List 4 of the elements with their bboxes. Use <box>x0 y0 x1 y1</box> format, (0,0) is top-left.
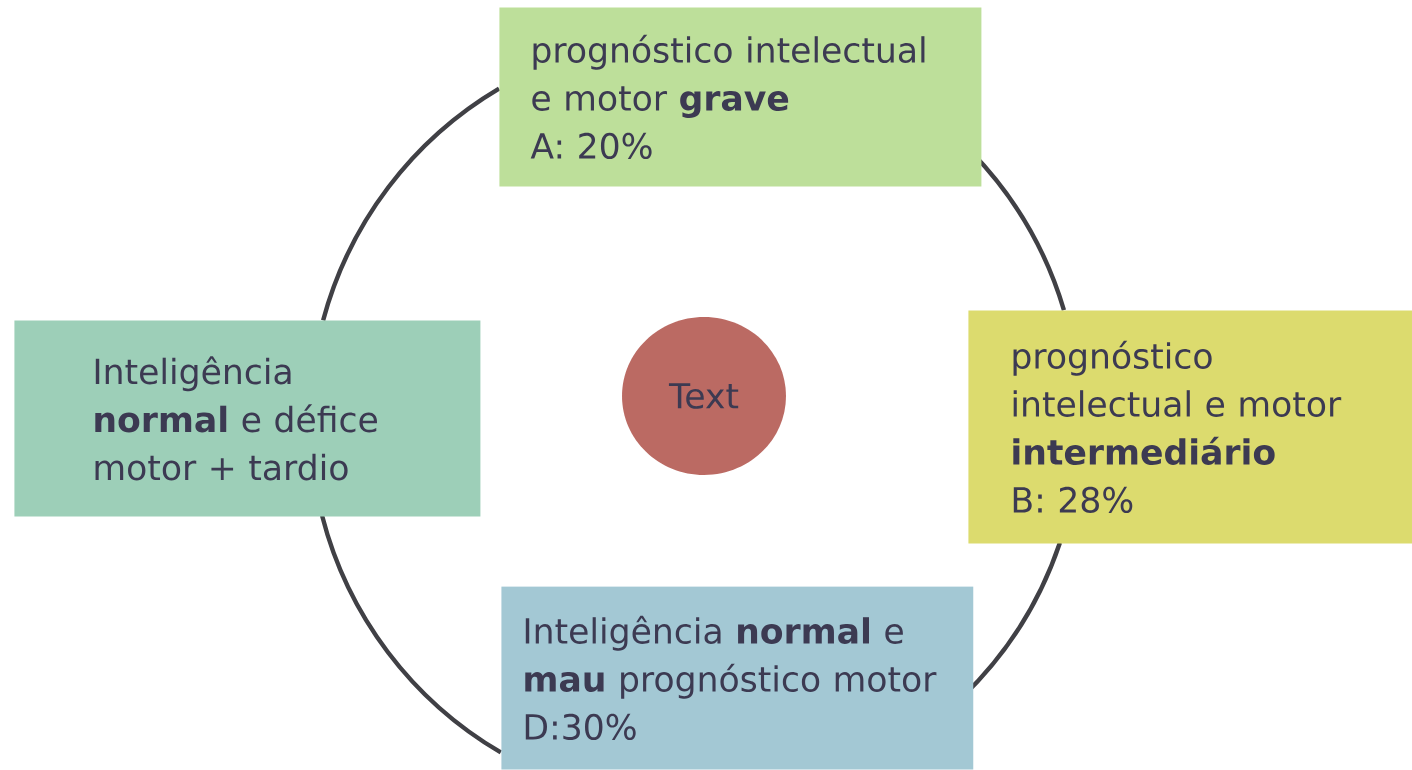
text-box: Inteligência normal e mau prognóstico motor D:30% <box>501 586 974 770</box>
text-box: prognóstico intelectual e motor grave A: 20% <box>499 7 982 187</box>
text-box: prognóstico intelectual e motor intermediário B: 28% <box>968 310 1412 544</box>
text-box: Inteligência normal e défice motor + tardio <box>14 320 481 517</box>
